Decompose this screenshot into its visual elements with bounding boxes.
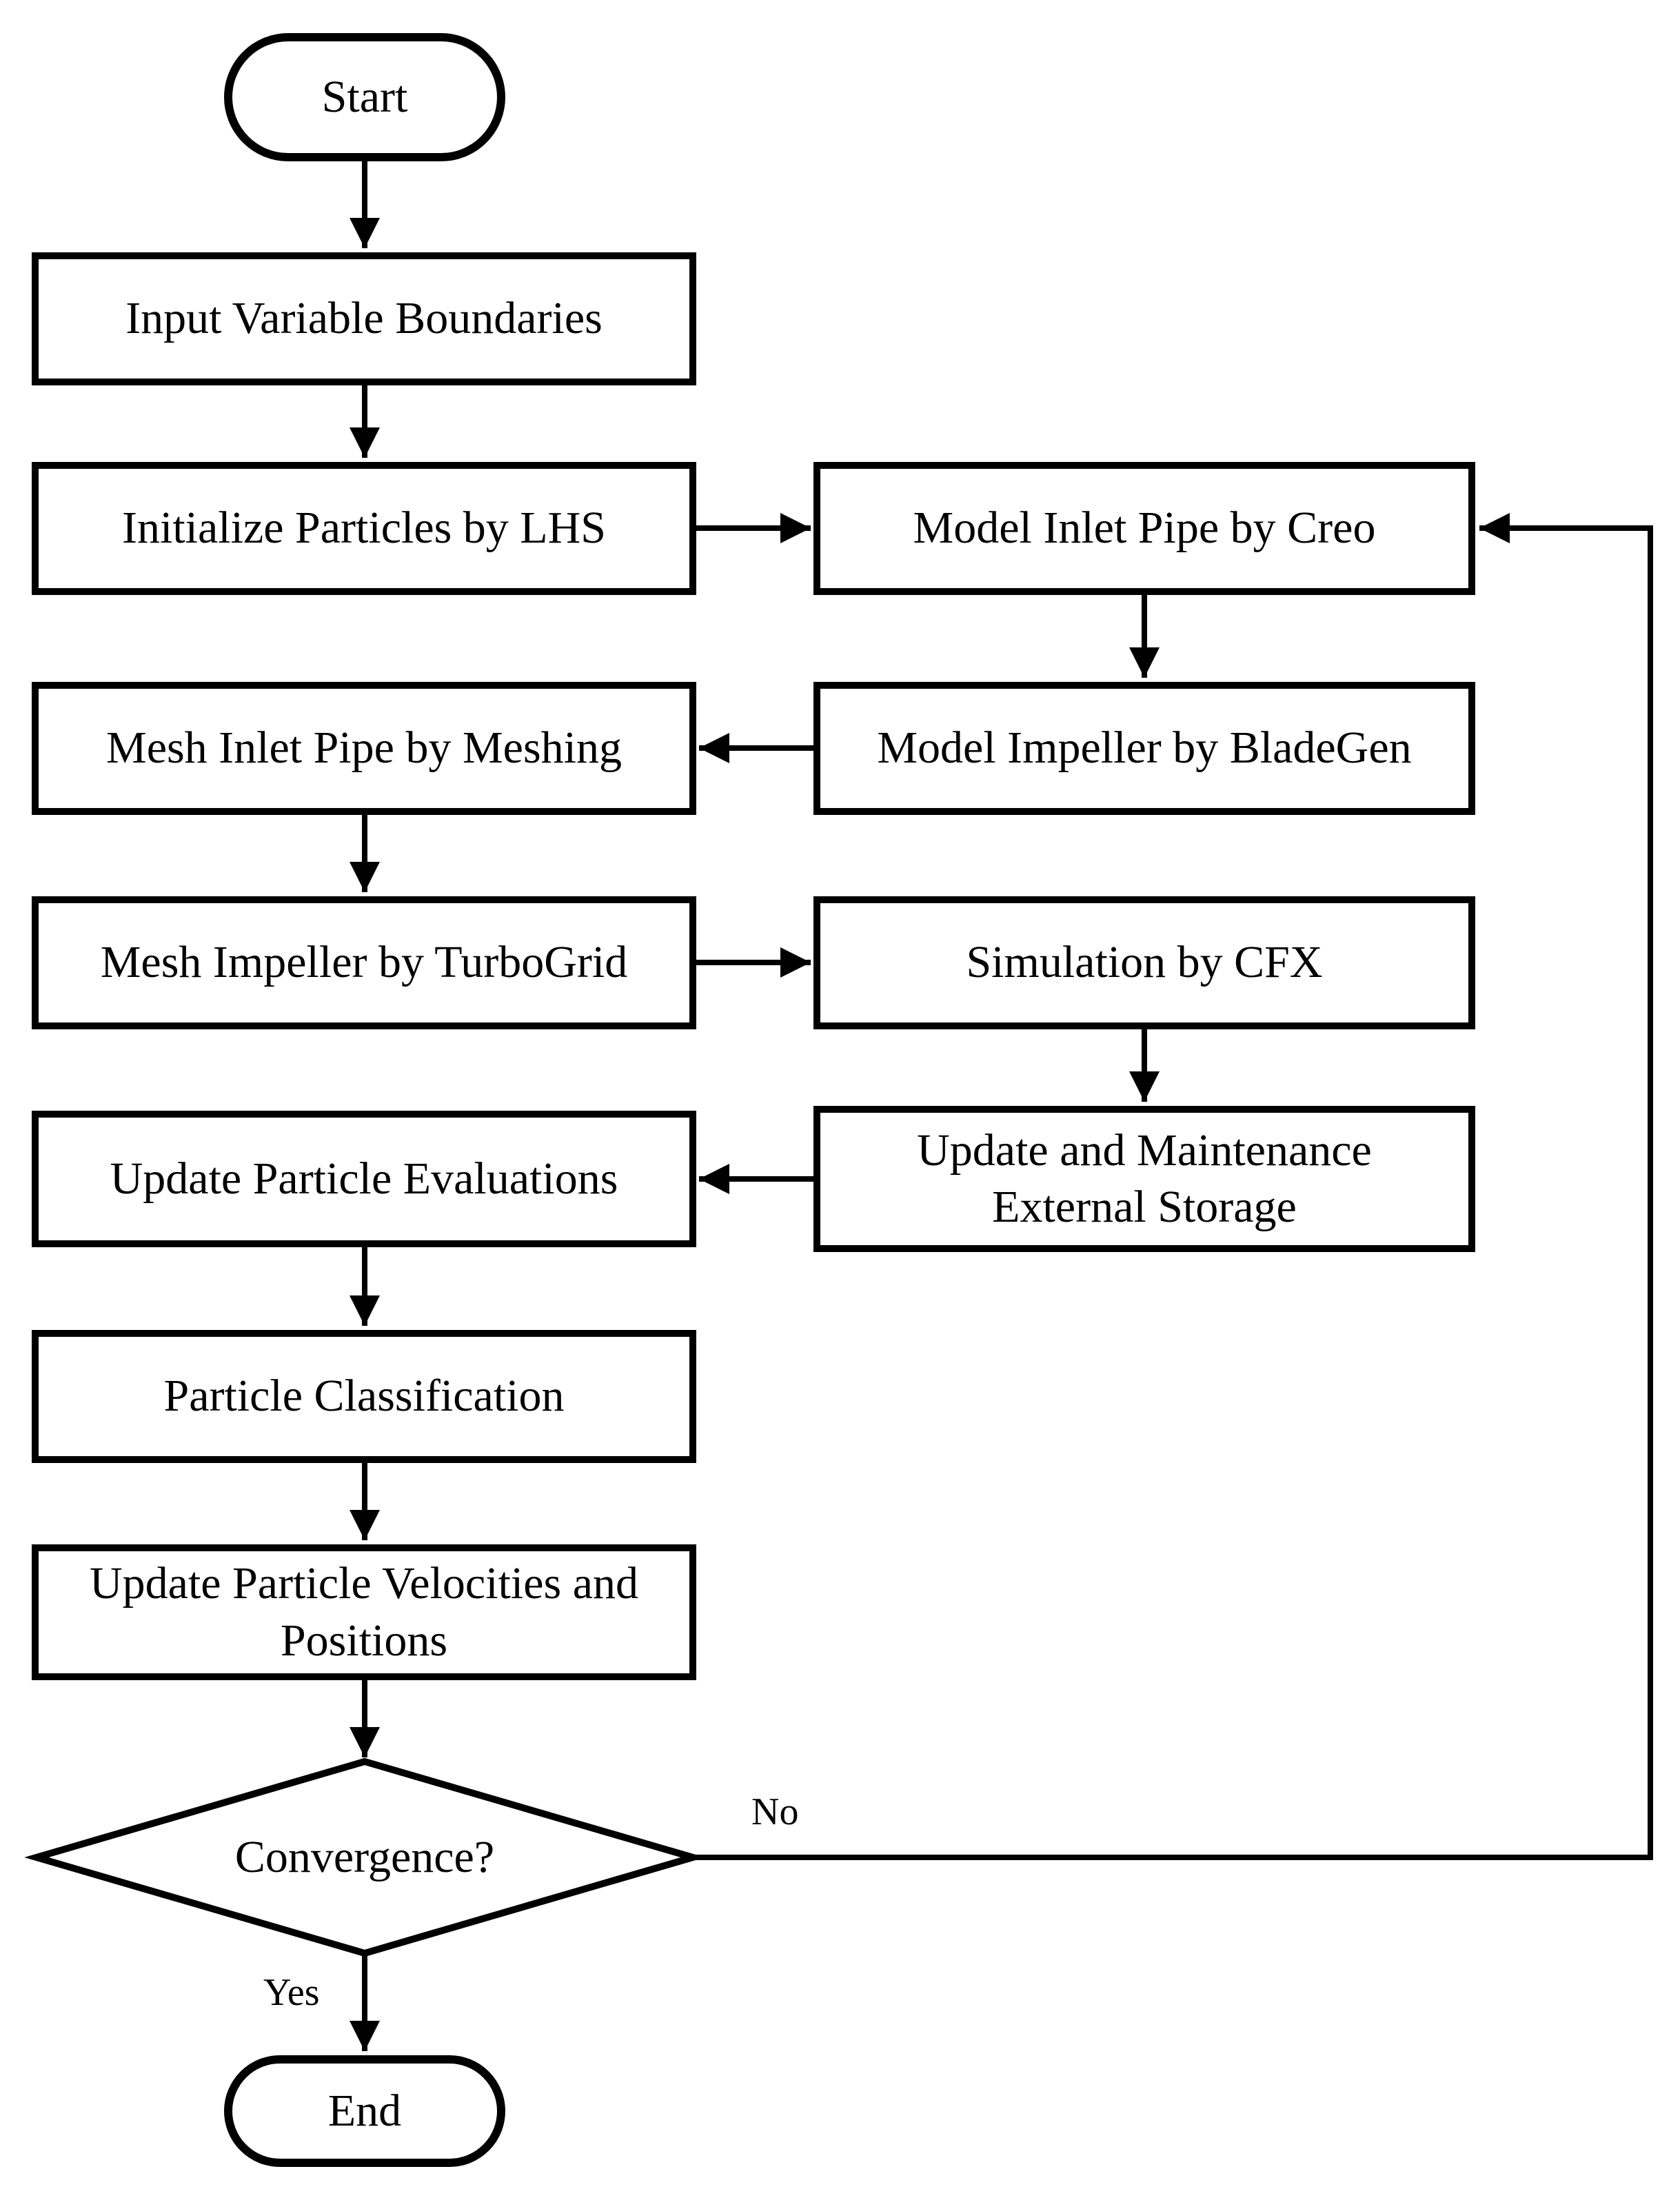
node-external-storage-label: Update and Maintenance External Storage: [917, 1124, 1372, 1233]
node-end: End: [224, 2055, 505, 2167]
node-update-velocities-label: Update Particle Velocities and Positions: [89, 1558, 639, 1666]
node-model-impeller-label: Model Impeller by BladeGen: [877, 723, 1412, 774]
edge-label-yes: Yes: [263, 1971, 320, 2014]
node-mesh-inlet-pipe: Mesh Inlet Pipe by Meshing: [32, 682, 696, 815]
node-particle-classification-label: Particle Classification: [163, 1371, 565, 1422]
node-input-variable-boundaries-label: Input Variable Boundaries: [125, 293, 603, 344]
node-model-inlet-pipe: Model Inlet Pipe by Creo: [813, 462, 1475, 595]
node-external-storage: Update and Maintenance External Storage: [813, 1106, 1475, 1252]
node-start-label: Start: [321, 71, 408, 122]
node-simulation: Simulation by CFX: [813, 896, 1475, 1029]
node-convergence: Convergence?: [37, 1762, 693, 1953]
node-particle-classification: Particle Classification: [32, 1330, 696, 1463]
decision-diamond-shape: [24, 1757, 705, 1957]
node-update-evaluations-label: Update Particle Evaluations: [110, 1153, 618, 1204]
node-input-variable-boundaries: Input Variable Boundaries: [32, 252, 696, 385]
node-mesh-inlet-pipe-label: Mesh Inlet Pipe by Meshing: [106, 723, 622, 774]
node-end-label: End: [327, 2085, 402, 2136]
node-initialize-particles: Initialize Particles by LHS: [32, 462, 696, 595]
node-mesh-impeller: Mesh Impeller by TurboGrid: [32, 896, 696, 1029]
node-update-velocities: Update Particle Velocities and Positions: [32, 1544, 696, 1680]
node-initialize-particles-label: Initialize Particles by LHS: [122, 503, 606, 554]
node-convergence-label: Convergence?: [234, 1832, 495, 1882]
node-model-impeller: Model Impeller by BladeGen: [813, 682, 1475, 815]
node-model-inlet-pipe-label: Model Inlet Pipe by Creo: [913, 503, 1376, 554]
node-update-evaluations: Update Particle Evaluations: [32, 1111, 696, 1247]
node-simulation-label: Simulation by CFX: [966, 937, 1323, 988]
edge-label-no: No: [751, 1791, 799, 1833]
node-start: Start: [224, 33, 505, 161]
edge-convergence-no-loop-to-model-inlet: [693, 513, 1653, 1860]
node-mesh-impeller-label: Mesh Impeller by TurboGrid: [100, 937, 628, 988]
